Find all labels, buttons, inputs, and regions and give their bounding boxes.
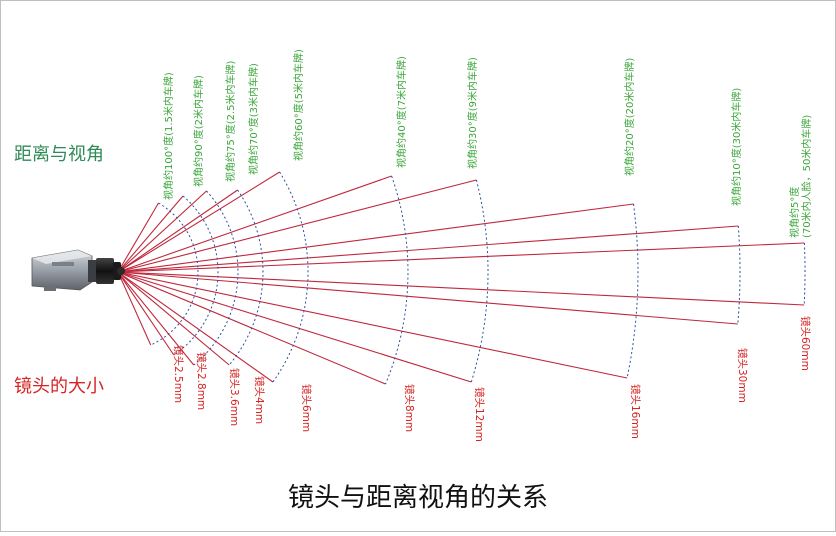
view-arc [173, 195, 219, 356]
angle-label: 视角约60°度(5米内车牌) [292, 49, 305, 161]
view-arc [626, 203, 639, 379]
view-ray [117, 271, 274, 383]
lens-label: 镜头16mm [629, 384, 642, 439]
angle-labels: 视角约100°度(1.5米内车牌) 视角约90°度(2米内车牌) 视角约75°度(2… [162, 49, 813, 238]
view-arc [150, 202, 199, 346]
view-ray [117, 271, 230, 366]
lens-label: 镜头12mm [473, 387, 486, 442]
angle-label: 视角约20°度(20米内车牌) [623, 58, 636, 176]
view-arc [228, 189, 264, 366]
lens-label: 镜头4mm [253, 376, 266, 424]
angle-label: 视角约75°度(2.5米内车牌) [224, 60, 237, 182]
distance-angle-label: 距离与视角 [14, 144, 104, 165]
view-arc [385, 175, 409, 385]
view-ray [117, 271, 195, 366]
lens-label: 镜头6mm [300, 384, 313, 432]
view-arcs [150, 171, 806, 385]
view-arc [272, 171, 309, 383]
view-rays [117, 171, 805, 385]
lens-label: 镜头30mm [736, 348, 749, 403]
lens-label: 镜头3.6mm [228, 368, 241, 426]
angle-label: 视角约5°度 [788, 187, 801, 238]
view-ray [117, 271, 152, 346]
view-ray [117, 203, 634, 273]
lens-label: 镜头60mm [799, 316, 812, 371]
view-ray [117, 271, 628, 379]
view-ray [117, 195, 184, 273]
view-ray [117, 202, 159, 273]
view-arc [193, 190, 239, 366]
view-ray [117, 271, 472, 383]
view-ray [117, 271, 738, 325]
angle-label-line2: (70米内人脸，50米内车牌) [800, 115, 813, 238]
view-ray [117, 242, 805, 273]
view-arc [737, 225, 741, 325]
view-ray [117, 175, 392, 273]
lens-label: 镜头2.8mm [195, 352, 208, 410]
view-ray [117, 171, 280, 273]
angle-label: 视角约40°度(7米内车牌) [395, 56, 408, 168]
diagram-title: 镜头与距离视角的关系 [288, 483, 548, 513]
view-ray [117, 179, 477, 273]
view-ray [117, 271, 175, 356]
angle-label: 视角约70°度(3米内车牌) [247, 63, 260, 175]
lens-size-label: 镜头的大小 [14, 376, 104, 397]
cctv-camera-icon [31, 249, 125, 291]
angle-label: 视角约90°度(2米内车牌) [192, 75, 205, 187]
angle-label: 视角约10°度(30米内车牌) [730, 88, 743, 206]
angle-label: 视角约100°度(1.5米内车牌) [162, 72, 175, 200]
lens-labels: 镜头2.5mm 镜头2.8mm 镜头3.6mm 镜头4mm 镜头6mm 镜头8mm 镜头12… [172, 316, 812, 442]
view-ray [117, 189, 238, 273]
view-ray [117, 190, 207, 273]
angle-label: 视角约30°度(9米内车牌) [466, 57, 479, 169]
view-arc [803, 242, 806, 306]
lens-label: 镜头8mm [403, 384, 416, 432]
view-ray [117, 225, 739, 273]
view-arc [470, 179, 489, 383]
lens-label: 镜头2.5mm [172, 345, 185, 403]
view-ray [117, 271, 805, 306]
